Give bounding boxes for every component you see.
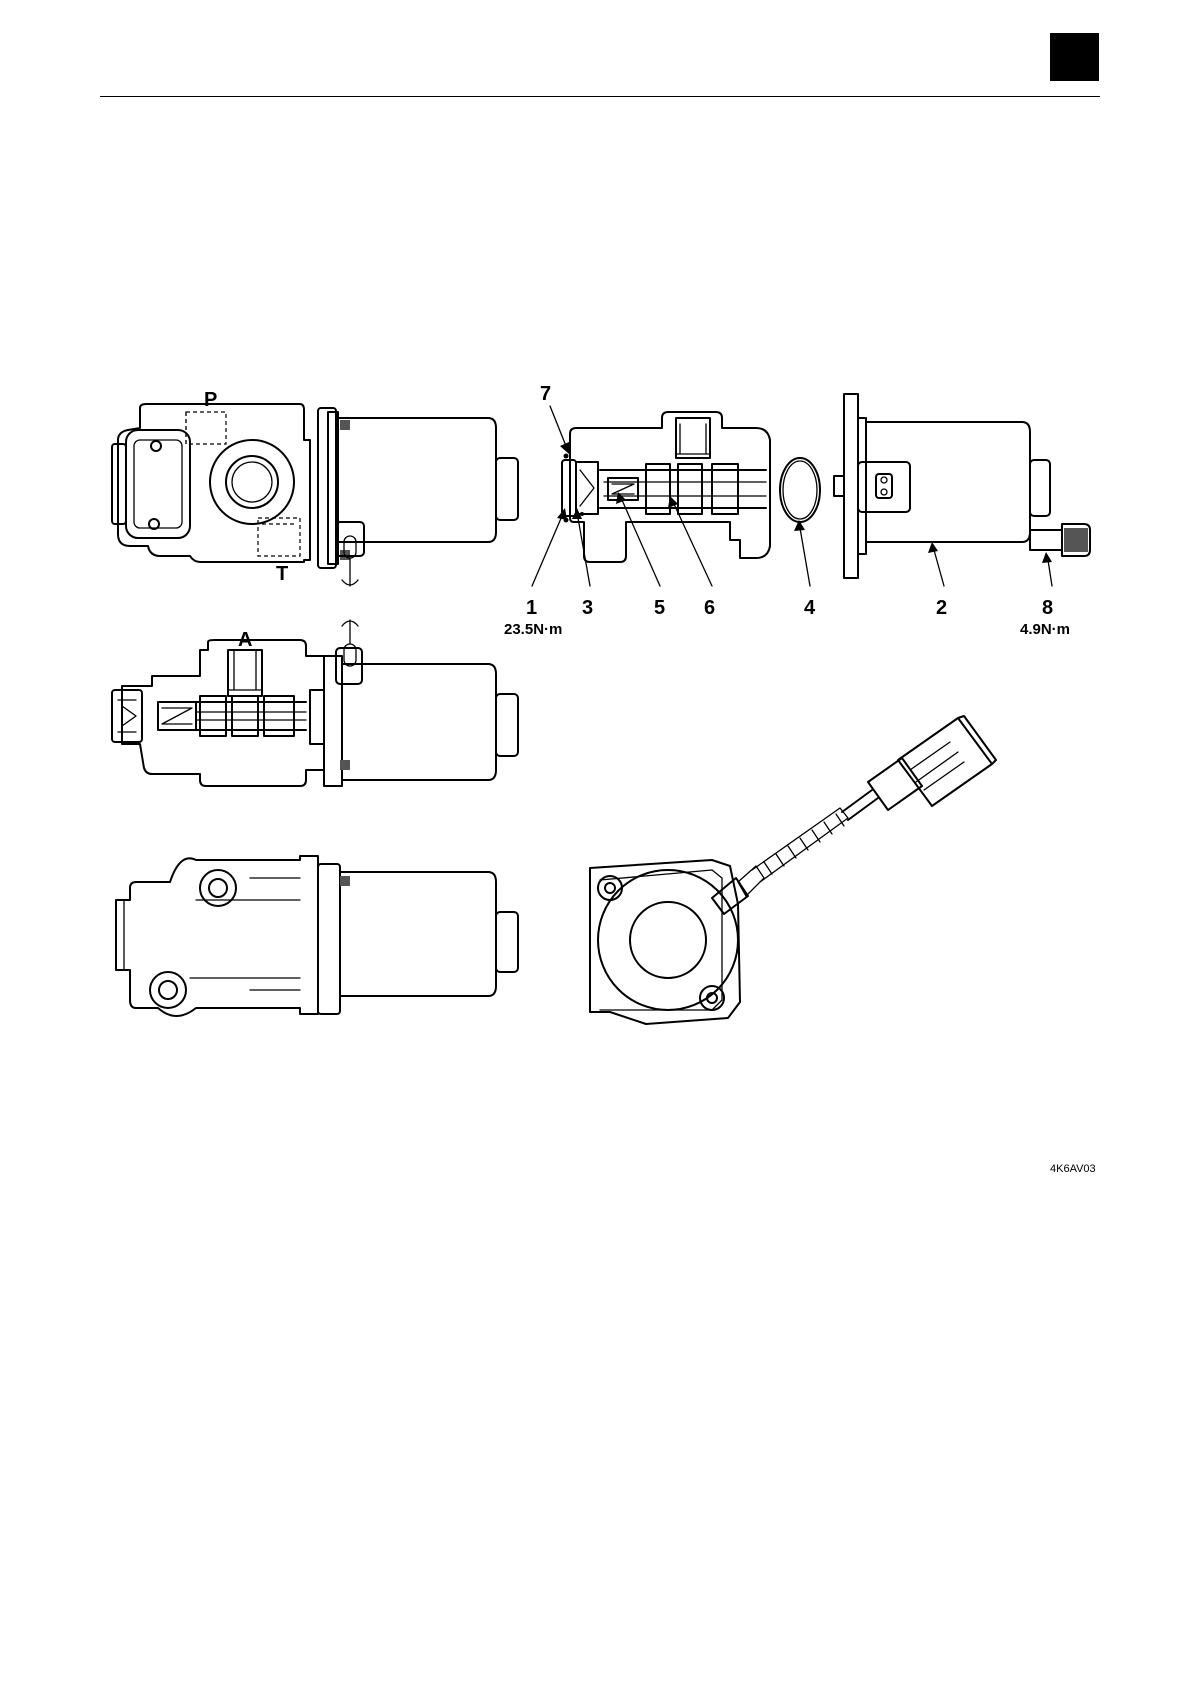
callout-7: 7 <box>540 383 551 405</box>
callout-6: 6 <box>704 597 715 619</box>
callout-3: 3 <box>582 597 593 619</box>
port-t-label: T <box>276 563 288 585</box>
port-p-label: P <box>204 389 217 411</box>
torque-8-label: 4.9N·m <box>1020 621 1070 638</box>
callout-4: 4 <box>804 597 816 619</box>
port-a-label: A <box>238 629 252 651</box>
top-view <box>112 404 518 586</box>
iso-view <box>590 716 996 1024</box>
figure-code: 4K6AV03 <box>1050 1163 1096 1175</box>
torque-1-label: 23.5N·m <box>504 621 562 638</box>
exploded-view <box>532 394 1090 586</box>
callout-1: 1 <box>526 597 537 619</box>
callout-5: 5 <box>654 597 665 619</box>
side-view <box>116 856 518 1016</box>
section-view <box>112 620 518 786</box>
callout-2: 2 <box>936 597 947 619</box>
callout-8: 8 <box>1042 597 1053 619</box>
